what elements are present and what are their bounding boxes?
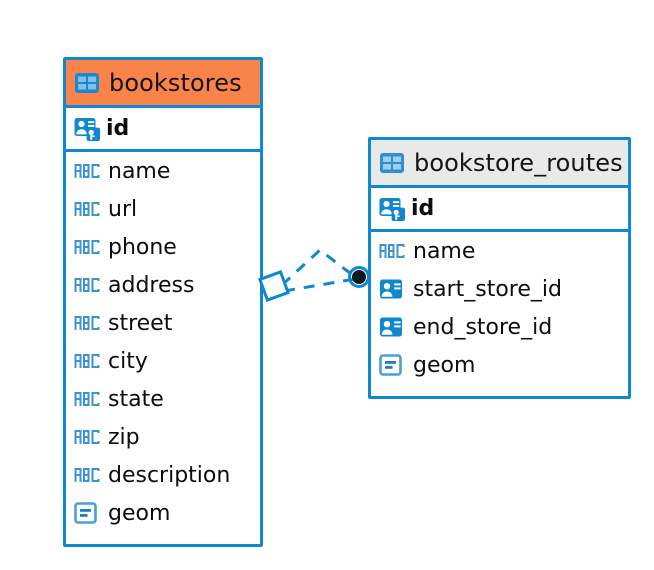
entity-bookstores[interactable]: bookstores id — [63, 57, 263, 547]
field-row-id[interactable]: id — [66, 108, 260, 152]
field-row-id[interactable]: id — [371, 188, 628, 232]
field-name: phone — [108, 234, 177, 260]
entity-title: bookstores — [109, 68, 242, 97]
foreign-key-icon — [379, 278, 405, 300]
field-name: geom — [413, 352, 476, 378]
entity-bookstore-routes[interactable]: bookstore_routes — [368, 137, 631, 399]
field-row-city[interactable]: city — [66, 342, 260, 380]
abc-text-icon — [74, 162, 100, 180]
field-row-street[interactable]: street — [66, 304, 260, 342]
abc-text-icon — [74, 314, 100, 332]
field-name: zip — [108, 424, 140, 450]
field-row-name[interactable]: name — [371, 232, 628, 270]
field-row-zip[interactable]: zip — [66, 418, 260, 456]
relationship-line-lower — [283, 277, 356, 293]
field-name: name — [108, 158, 171, 184]
field-name: id — [411, 196, 435, 221]
entity-header-bookstore-routes[interactable]: bookstore_routes — [371, 140, 628, 188]
table-icon — [379, 152, 405, 174]
field-row-description[interactable]: description — [66, 456, 260, 494]
abc-text-icon — [74, 276, 100, 294]
field-row-address[interactable]: address — [66, 266, 260, 304]
field-name: name — [413, 238, 476, 264]
abc-text-icon — [74, 238, 100, 256]
entity-title: bookstore_routes — [414, 148, 623, 177]
abc-text-icon — [74, 428, 100, 446]
field-list-bookstore-routes: id — [371, 188, 628, 384]
field-name: city — [108, 348, 148, 374]
field-name: url — [108, 196, 138, 222]
geometry-icon — [379, 353, 405, 377]
field-name: start_store_id — [413, 276, 562, 302]
field-row-state[interactable]: state — [66, 380, 260, 418]
table-icon — [74, 72, 100, 94]
abc-text-icon — [74, 352, 100, 370]
field-name: description — [108, 462, 231, 488]
primary-key-icon — [379, 196, 405, 222]
field-name: address — [108, 272, 195, 298]
abc-text-icon — [74, 390, 100, 408]
field-name: geom — [108, 500, 171, 526]
relationship-target-marker-circle — [348, 266, 370, 288]
field-name: street — [108, 310, 173, 336]
relationship-source-marker-diamond — [257, 269, 291, 303]
field-list-bookstores: id — [66, 108, 260, 532]
abc-text-icon — [74, 466, 100, 484]
abc-text-icon — [74, 200, 100, 218]
field-row-url[interactable]: url — [66, 190, 260, 228]
field-row-start-store-id[interactable]: start_store_id — [371, 270, 628, 308]
field-row-name[interactable]: name — [66, 152, 260, 190]
field-name: end_store_id — [413, 314, 553, 340]
entity-header-bookstores[interactable]: bookstores — [66, 60, 260, 108]
foreign-key-icon — [379, 316, 405, 338]
geometry-icon — [74, 501, 100, 525]
field-row-phone[interactable]: phone — [66, 228, 260, 266]
abc-text-icon — [379, 242, 405, 260]
relationship-line-upper — [280, 248, 356, 287]
field-row-geom[interactable]: geom — [371, 346, 628, 384]
field-name: state — [108, 386, 164, 412]
field-row-end-store-id[interactable]: end_store_id — [371, 308, 628, 346]
primary-key-icon — [74, 116, 100, 142]
field-row-geom[interactable]: geom — [66, 494, 260, 532]
field-name: id — [106, 116, 130, 141]
